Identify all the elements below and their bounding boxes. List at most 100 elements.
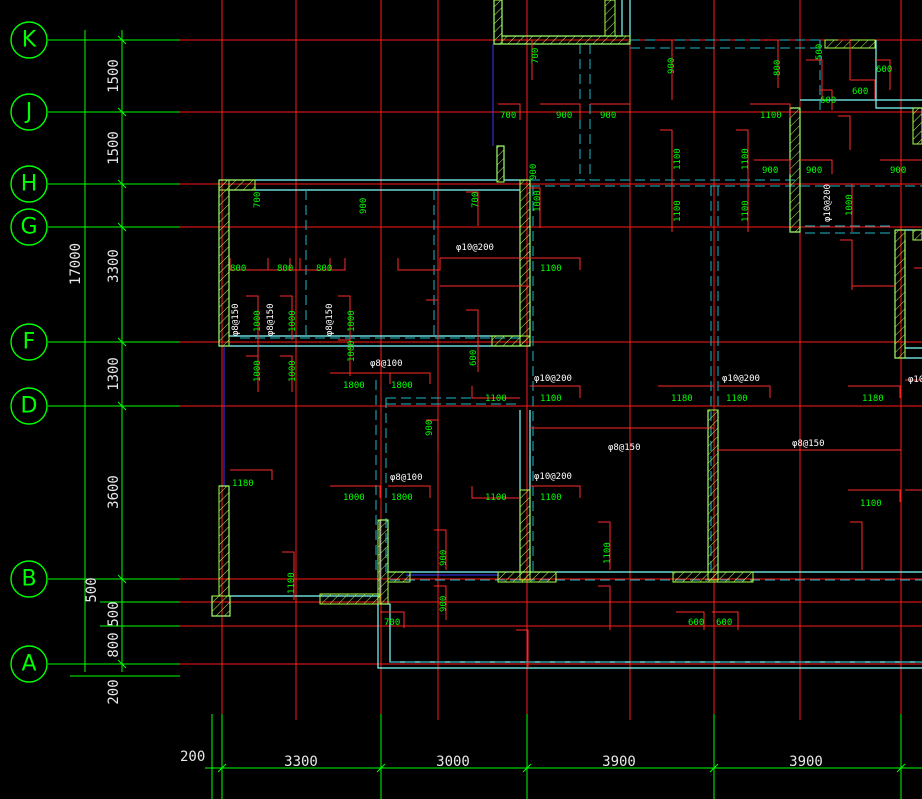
rebar-note: φ10@200	[823, 184, 833, 222]
hatched-walls	[211, 0, 922, 617]
bar-length: 600	[876, 65, 892, 75]
dim-left-3: 3300	[106, 249, 122, 283]
bar-length: 1100	[741, 200, 751, 222]
rebar-note: φ10@200	[722, 374, 760, 384]
bar-length: 900	[762, 166, 778, 176]
rebar-note: φ8@150	[792, 439, 825, 449]
bar-length: 1100	[860, 499, 882, 509]
dim-left-6: 500	[84, 577, 100, 602]
bar-length: 1180	[671, 394, 693, 404]
rebar-note: φ8@150	[266, 303, 276, 336]
dim-left-4: 1300	[106, 357, 122, 391]
bar-length: 900	[439, 550, 449, 566]
bar-length: 600	[688, 618, 704, 628]
dim-left-1: 1500	[106, 59, 122, 93]
bar-length: 1000	[343, 493, 365, 503]
bar-length: 900	[890, 166, 906, 176]
dim-left-5: 3600	[106, 475, 122, 509]
rebar-note: φ8@150	[231, 303, 241, 336]
rebar-note: φ8@100	[390, 473, 423, 483]
blue-lines	[223, 44, 500, 576]
dim-bottom-4: 3900	[602, 754, 636, 770]
axis-bubble-D: D	[10, 387, 48, 425]
rebar-note: φ10@200	[456, 243, 494, 253]
bar-length: 1000	[347, 340, 357, 362]
axis-bubble-K: K	[10, 21, 48, 59]
bar-length: 700	[531, 48, 541, 64]
dim-bottom-3: 3000	[436, 754, 470, 770]
bar-length: 800	[316, 264, 332, 274]
svg-text:F: F	[23, 330, 36, 355]
rebar-bars	[229, 39, 922, 668]
bar-length: 800	[277, 264, 293, 274]
axis-bubbles: K J H G F D B A	[10, 21, 48, 683]
bar-length: 900	[439, 596, 449, 612]
bottom-dimension-text: 200 3300 3000 3900 3900	[180, 749, 823, 770]
bar-length: 600	[852, 87, 868, 97]
bar-length: 1100	[287, 572, 297, 594]
svg-text:H: H	[21, 172, 38, 197]
grid-lines-horizontal	[48, 39, 922, 665]
bar-length: 1100	[485, 493, 507, 503]
walls	[211, 0, 922, 669]
bottom-dimension-lines	[205, 714, 922, 799]
svg-text:A: A	[21, 652, 36, 677]
axis-bubble-H: H	[10, 165, 48, 203]
bar-length: 1100	[673, 148, 683, 170]
bar-length: 1800	[391, 381, 413, 391]
bar-length: 1100	[540, 394, 562, 404]
bar-length: 1000	[288, 360, 298, 382]
dim-bottom-2: 3300	[284, 754, 318, 770]
bar-length: 700	[500, 111, 516, 121]
bar-length: 500	[815, 44, 825, 60]
bar-length: 700	[253, 192, 263, 208]
bar-length: 600	[716, 618, 732, 628]
svg-text:J: J	[24, 100, 33, 125]
bar-length: 1100	[760, 111, 782, 121]
rebar-note: φ8@150	[608, 443, 641, 453]
bar-length: 800	[230, 264, 246, 274]
bar-length-labels: 700 900 700 800 800 800 1100 1000 1000 1…	[230, 44, 906, 628]
bar-length: 1000	[253, 310, 263, 332]
bar-length: 900	[806, 166, 822, 176]
bar-length: 1000	[845, 194, 855, 216]
dim-left-9: 200	[106, 679, 122, 704]
bar-length: 1800	[343, 381, 365, 391]
bar-length: 1100	[726, 394, 748, 404]
bar-length: 1100	[540, 264, 562, 274]
dim-bottom-1: 200	[180, 749, 205, 765]
bar-length: 900	[556, 111, 572, 121]
svg-text:D: D	[21, 394, 38, 419]
axis-bubble-A: A	[10, 645, 48, 683]
axis-bubble-F: F	[10, 323, 48, 361]
rebar-note: φ8@100	[370, 359, 403, 369]
bar-length: 900	[529, 164, 539, 180]
rebar-notes: φ10@200 φ10@200 φ10@200 φ10@200 φ8@150 φ…	[231, 184, 922, 483]
rebar-note: φ10@200	[534, 472, 572, 482]
bar-length: 1180	[862, 394, 884, 404]
left-dimension-text: 1500 1500 3300 1300 3600 500 500 800 200…	[68, 59, 122, 705]
dim-total: 17000	[68, 243, 84, 285]
svg-text:B: B	[21, 567, 36, 592]
rebar-note: φ10@200	[908, 375, 922, 385]
bar-length: 600	[820, 96, 836, 106]
axis-bubble-G: G	[10, 208, 48, 246]
bar-length: 1800	[391, 493, 413, 503]
bar-length: 1100	[485, 394, 507, 404]
dim-left-7: 500	[106, 601, 122, 626]
svg-text:G: G	[20, 215, 37, 240]
bar-length: 1100	[741, 148, 751, 170]
bar-length: 1100	[540, 493, 562, 503]
bar-length: 900	[425, 420, 435, 436]
bar-length: 700	[471, 192, 481, 208]
dim-bottom-5: 3900	[789, 754, 823, 770]
beam-lines	[240, 39, 922, 663]
bar-length: 800	[773, 60, 783, 76]
bar-length: 1000	[253, 360, 263, 382]
bar-length: 1000	[288, 310, 298, 332]
bar-length: 900	[359, 198, 369, 214]
bar-length: 900	[667, 58, 677, 74]
bar-length: 1180	[232, 479, 254, 489]
axis-bubble-B: B	[10, 560, 48, 598]
